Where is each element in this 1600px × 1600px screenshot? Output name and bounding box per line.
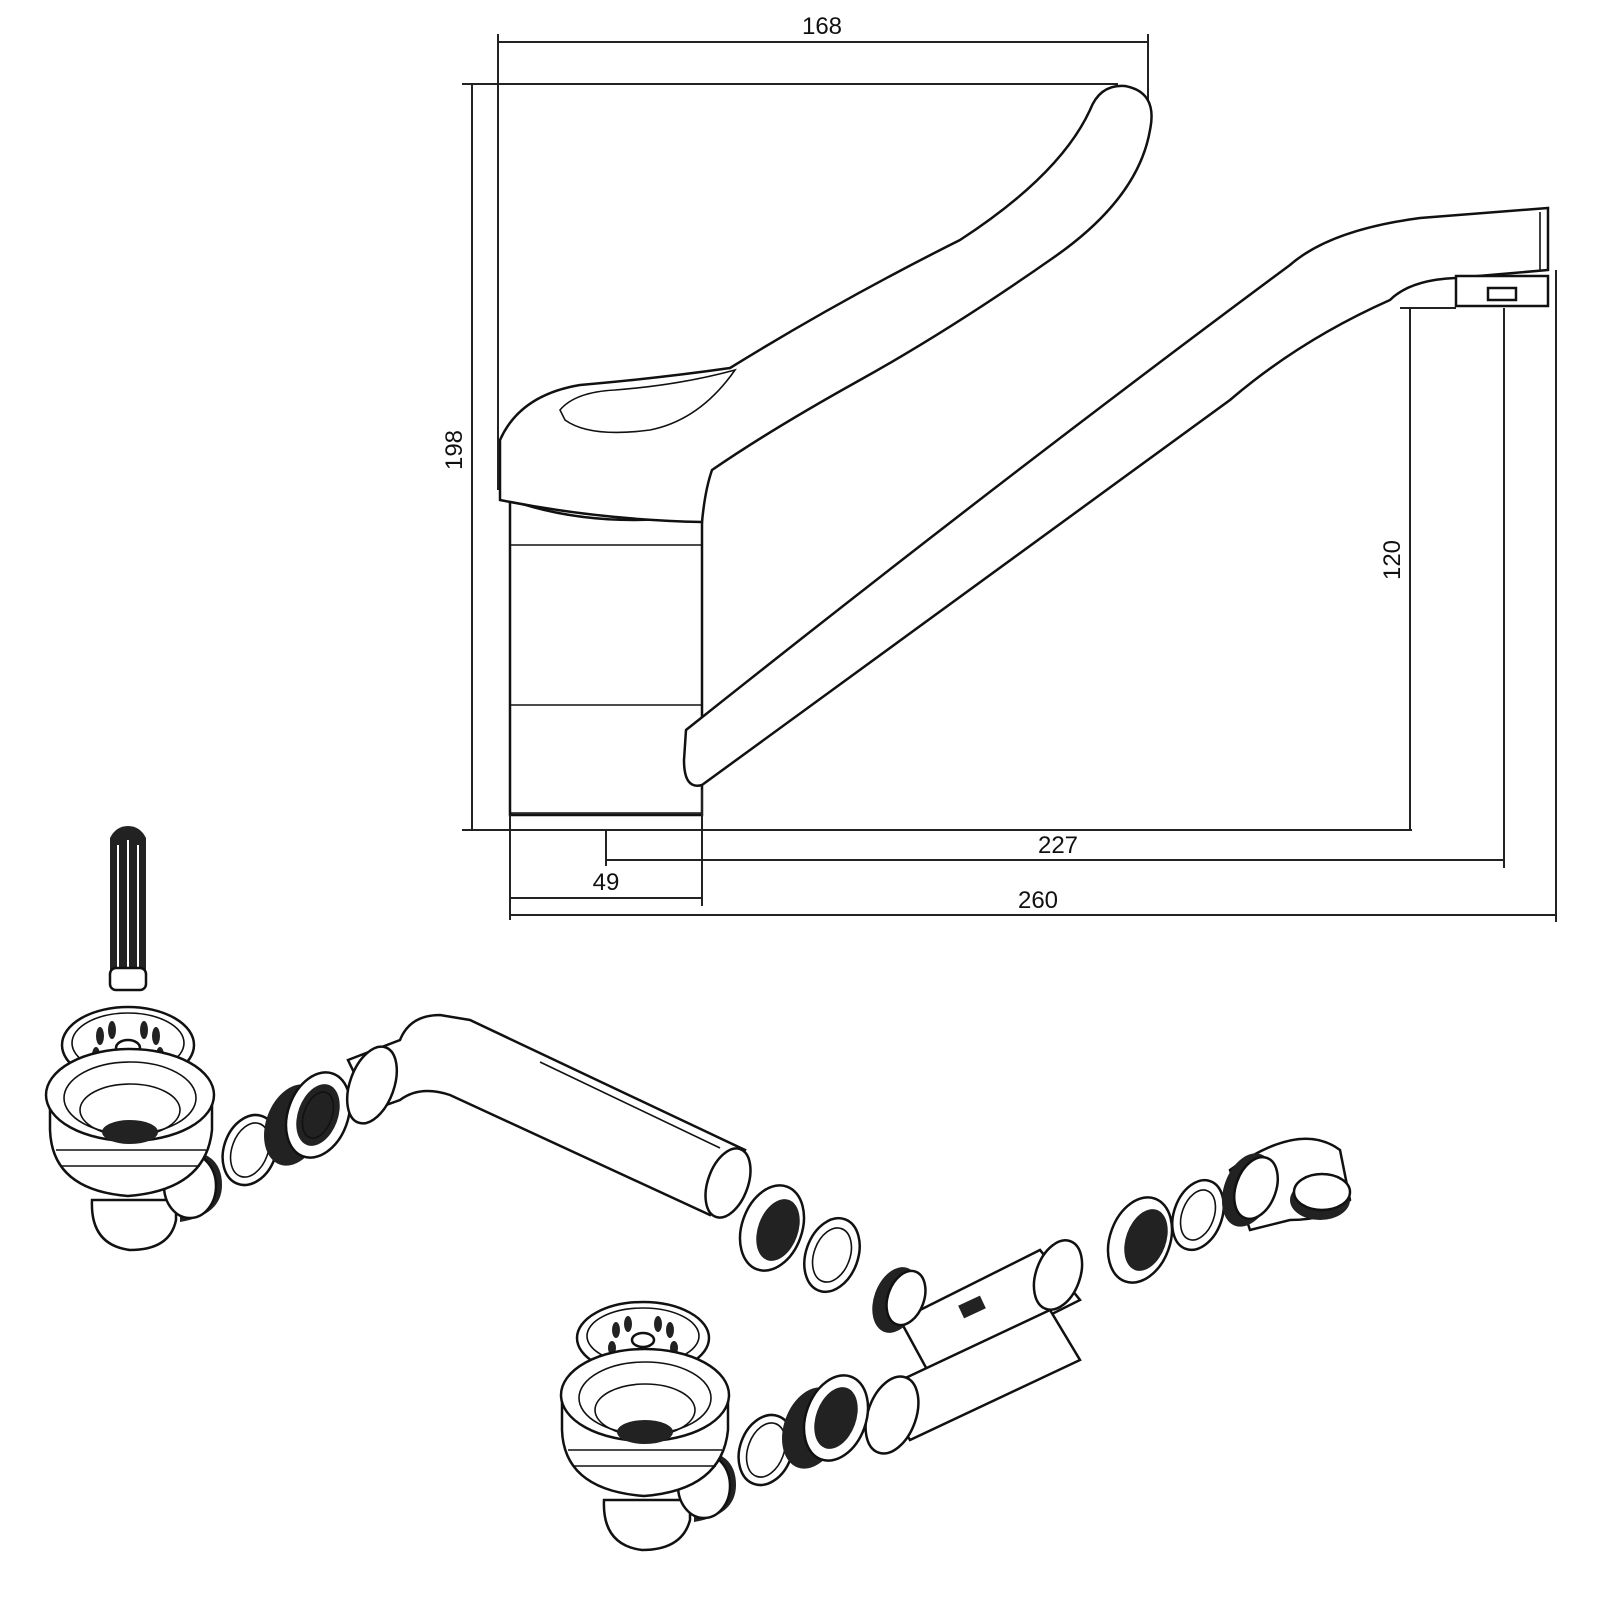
- tap-body: [508, 498, 704, 817]
- tee-connector: [864, 1239, 1084, 1455]
- overflow-pipe: [345, 1013, 752, 1219]
- compression-nut: [264, 1071, 352, 1166]
- dimension-total-length: 260: [510, 270, 1557, 922]
- spout: [682, 206, 1550, 787]
- elbow-fitting: [1221, 1137, 1352, 1232]
- compression-nut-lower: [782, 1374, 870, 1469]
- dimension-total-height: 198: [441, 83, 1412, 831]
- dimension-label-49: 49: [593, 869, 620, 896]
- sealing-washer-right: [1171, 1178, 1225, 1252]
- compression-nut-right: [1106, 1196, 1174, 1284]
- dimension-label-168: 168: [802, 13, 842, 40]
- dimension-label-120: 120: [1379, 540, 1406, 580]
- dimension-label-260: 260: [1018, 887, 1058, 914]
- waste-kit-drawing: [44, 826, 1352, 1552]
- sealing-washer-middle: [803, 1216, 861, 1294]
- sealing-washer: [221, 1113, 279, 1187]
- dimension-spout-height: 120: [1379, 307, 1456, 830]
- compression-nut-middle: [738, 1184, 806, 1272]
- basin-waste-outlet-lower: [559, 1347, 736, 1552]
- basin-waste-outlet: [44, 1047, 222, 1252]
- dimension-spout-reach: 227: [605, 308, 1505, 868]
- dimension-label-227: 227: [1038, 832, 1078, 859]
- lever-handle: [498, 84, 1153, 524]
- tap-drawing: 168 198: [441, 13, 1557, 922]
- dimension-label-198: 198: [441, 430, 468, 470]
- dimension-handle-reach: 168: [497, 13, 1149, 490]
- dimension-body-width: 49: [509, 790, 703, 920]
- overflow-post: [108, 826, 148, 992]
